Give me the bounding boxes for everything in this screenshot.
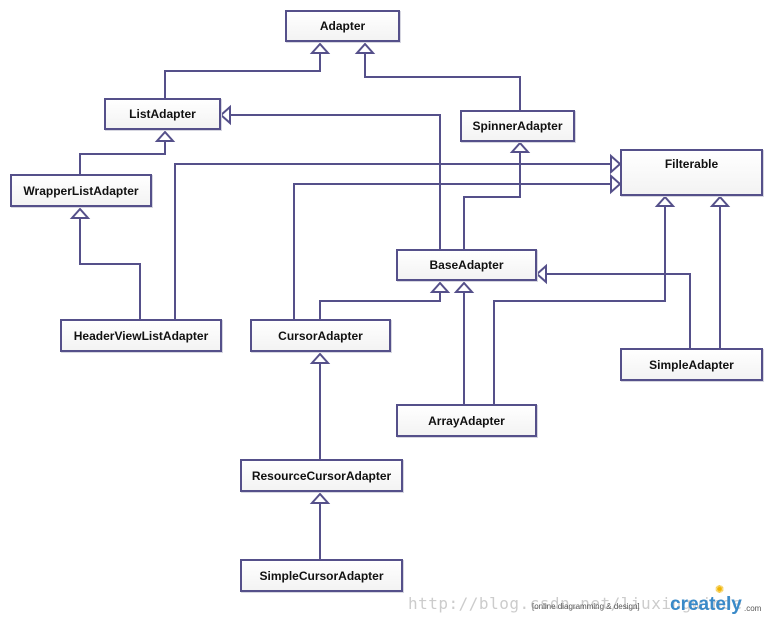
inheritance-arrowhead (509, 141, 531, 153)
inheritance-arrowhead (709, 195, 731, 207)
creately-tagline: [online diagramming & design] (532, 602, 640, 611)
node-cursor-adapter: CursorAdapter (250, 319, 391, 352)
inheritance-arrowhead (309, 352, 331, 364)
node-filterable: Filterable (620, 149, 763, 196)
edge-header-view-list-adapter-to-filterable (174, 153, 622, 319)
sun-icon: ✺ (715, 584, 725, 596)
inheritance-arrowhead (309, 492, 331, 504)
edge-cursor-adapter-to-base-adapter (319, 281, 451, 319)
connector-line (164, 53, 321, 98)
edge-resource-cursor-adapter-to-cursor-adapter (309, 352, 331, 459)
node-base-adapter: BaseAdapter (396, 249, 537, 281)
inheritance-arrowhead (610, 153, 622, 175)
inheritance-arrowhead (309, 42, 331, 54)
inheritance-arrowhead (354, 42, 376, 54)
edge-base-adapter-to-spinner-adapter (463, 141, 531, 249)
inheritance-arrowhead (219, 104, 231, 126)
inheritance-arrowhead (610, 173, 622, 195)
node-wrapper-list-adapter: WrapperListAdapter (10, 174, 152, 207)
connector-line (79, 141, 166, 174)
node-adapter: Adapter (285, 10, 400, 42)
inheritance-arrowhead (69, 207, 91, 219)
inheritance-arrowhead (154, 130, 176, 142)
edge-simple-cursor-adapter-to-resource-cursor-adapter (309, 492, 331, 559)
node-list-adapter: ListAdapter (104, 98, 221, 130)
edge-simple-adapter-to-filterable (709, 195, 731, 348)
edge-array-adapter-to-filterable (493, 195, 676, 404)
edge-cursor-adapter-to-filterable (293, 173, 622, 319)
connector-line (79, 218, 141, 319)
node-array-adapter: ArrayAdapter (396, 404, 537, 437)
connector-line (493, 206, 666, 404)
connector-line (174, 163, 611, 319)
edge-simple-adapter-to-base-adapter (535, 263, 691, 348)
edge-base-adapter-to-list-adapter (219, 104, 441, 249)
creately-logo-suffix: .com (744, 604, 762, 613)
edge-wrapper-list-adapter-to-list-adapter (79, 130, 176, 174)
connector-line (293, 183, 611, 319)
node-spinner-adapter: SpinnerAdapter (460, 110, 575, 142)
connector-line (319, 292, 441, 319)
edge-array-adapter-to-base-adapter (453, 281, 475, 404)
connector-line (364, 53, 521, 110)
connector-line (230, 114, 441, 249)
inheritance-arrowhead (535, 263, 547, 285)
connector-line (463, 152, 521, 249)
inheritance-arrowhead (654, 195, 676, 207)
blog-url-watermark: http://blog.csdn.net/liuxingwinde (408, 594, 743, 613)
node-simple-adapter: SimpleAdapter (620, 348, 763, 381)
edge-list-adapter-to-adapter (164, 42, 331, 98)
node-simple-cursor-adapter: SimpleCursorAdapter (240, 559, 403, 592)
edge-header-view-list-adapter-to-wrapper-list-adapter (69, 207, 141, 319)
node-resource-cursor-adapter: ResourceCursorAdapter (240, 459, 403, 492)
inheritance-arrowhead (453, 281, 475, 293)
connector-line (546, 273, 691, 348)
node-header-view-list-adapter: HeaderViewListAdapter (60, 319, 222, 352)
inheritance-arrowhead (429, 281, 451, 293)
creately-logo: creately (670, 594, 742, 615)
edge-spinner-adapter-to-adapter (354, 42, 521, 110)
